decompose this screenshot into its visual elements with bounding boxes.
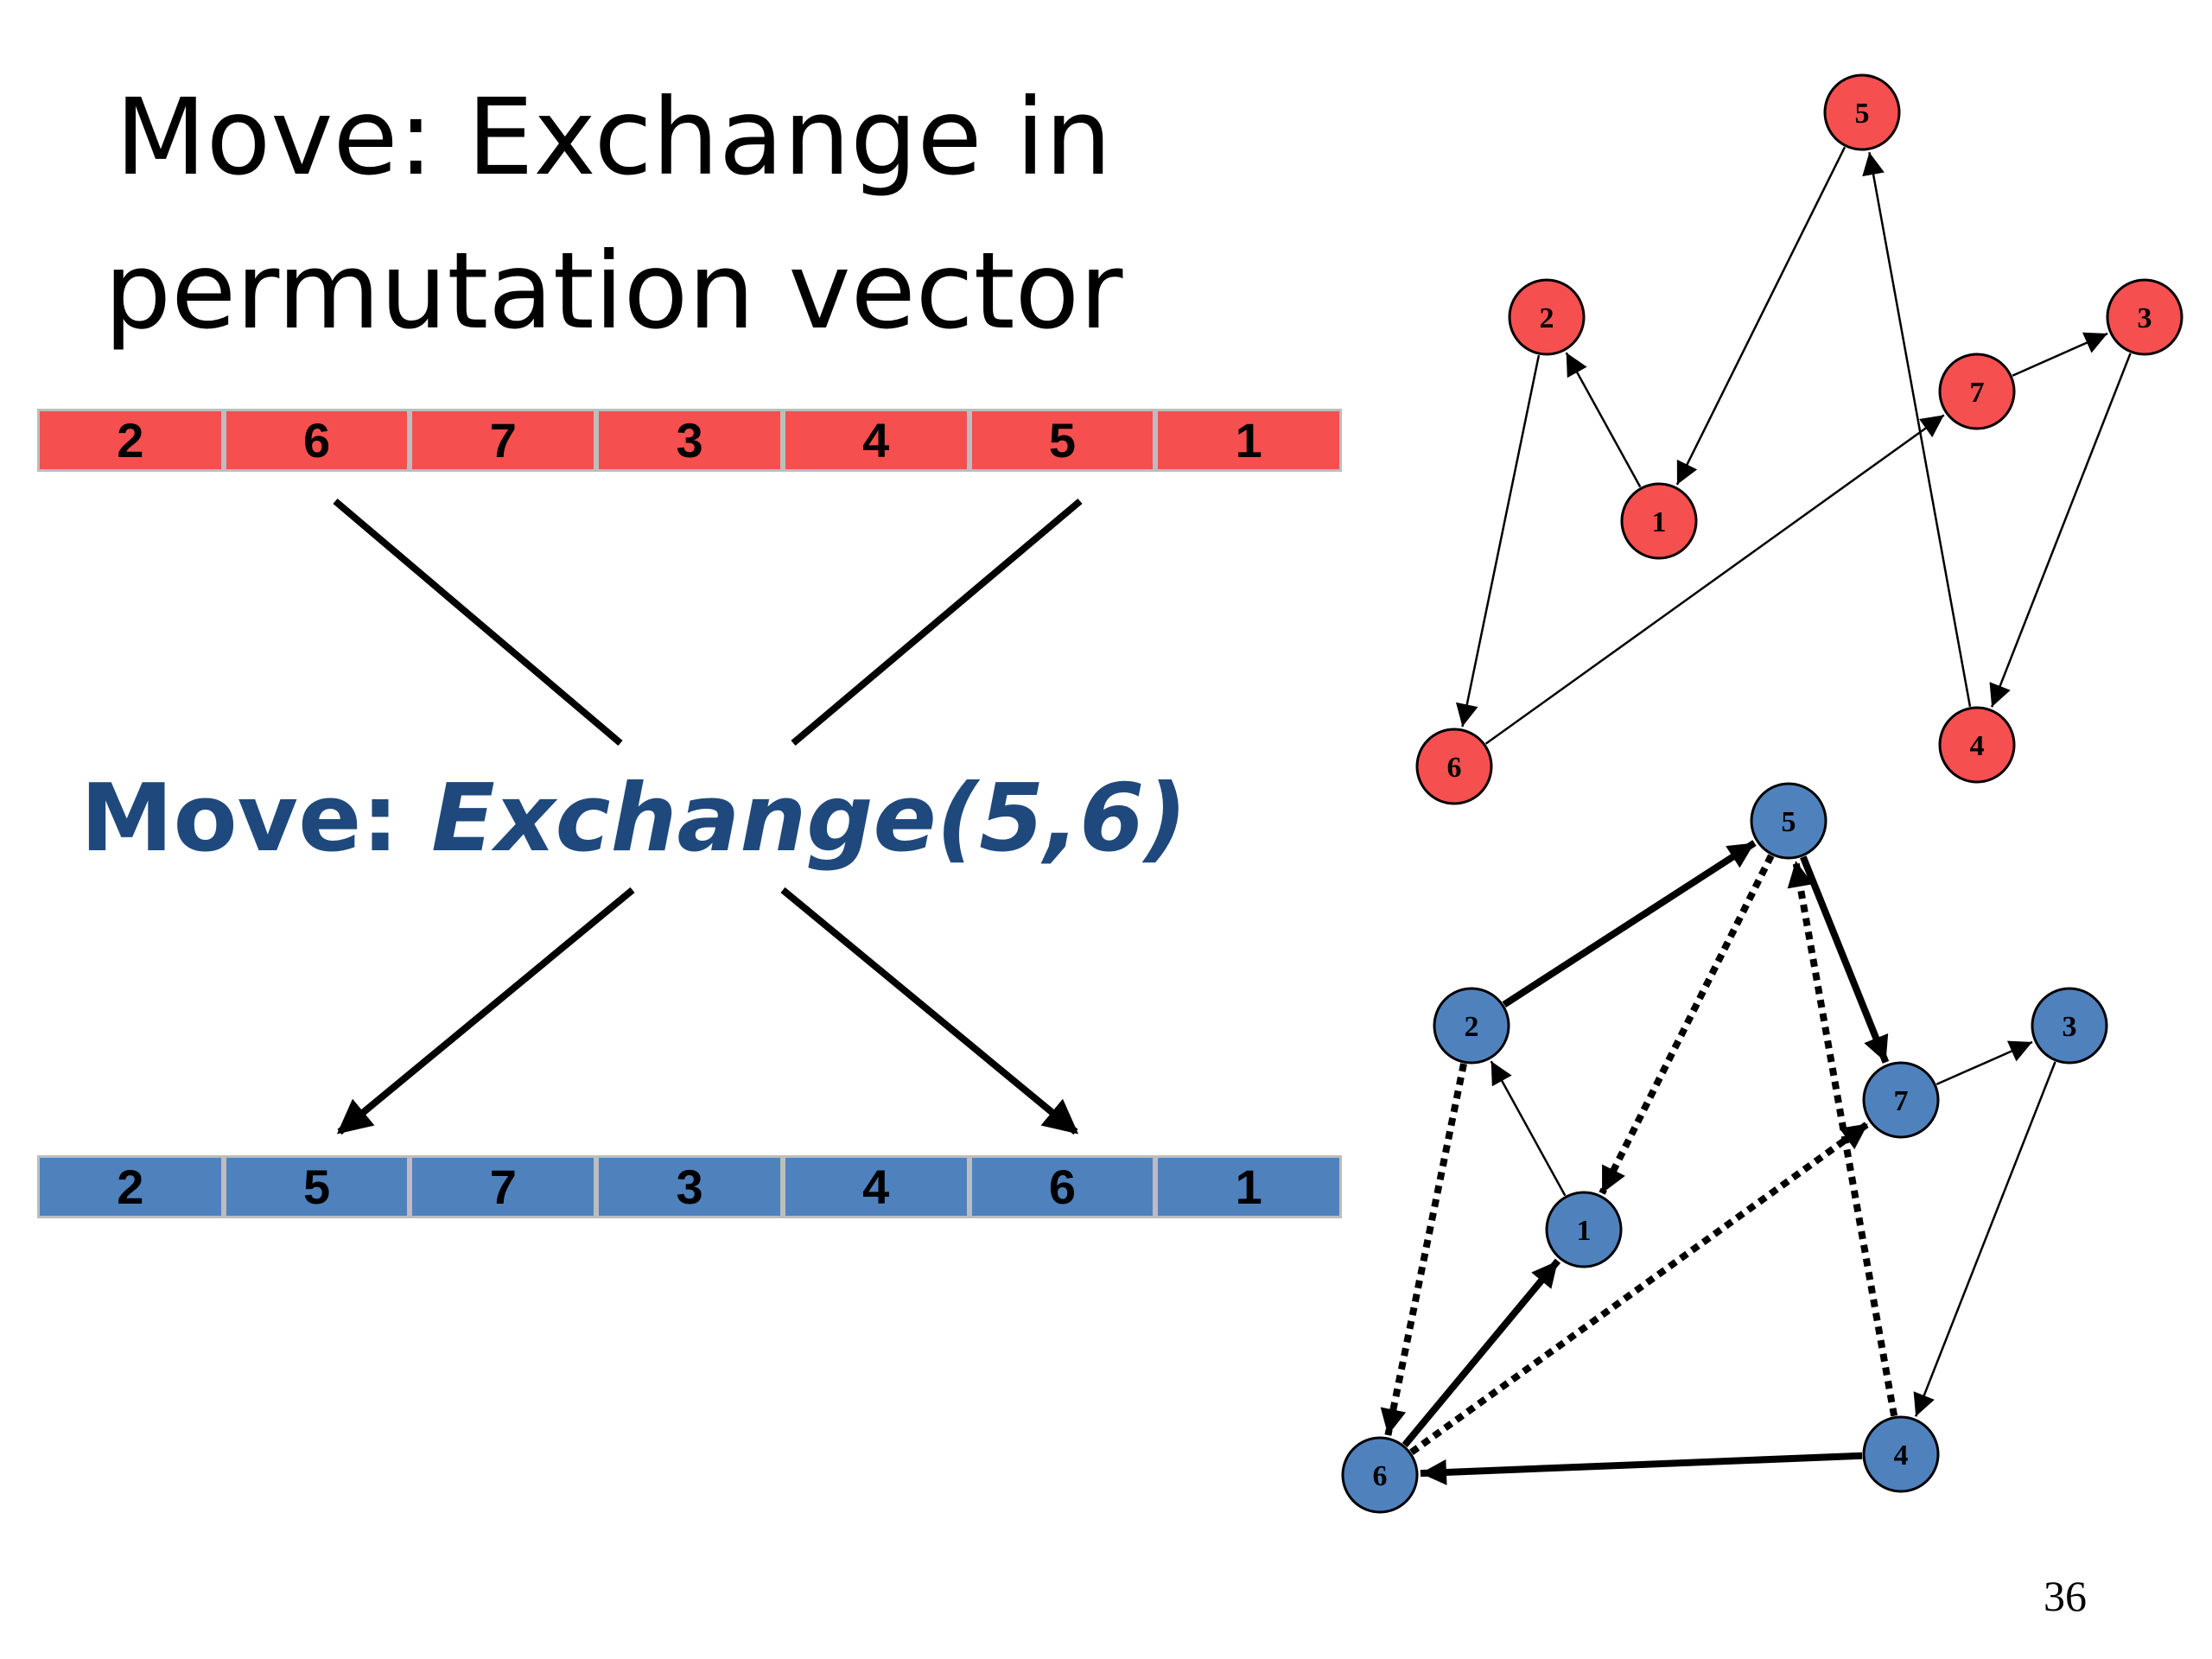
node-label: 7 [1894, 1085, 1909, 1117]
exchange-line [333, 498, 623, 747]
vector-cell: 1 [1155, 1155, 1343, 1218]
node-1: 1 [1620, 482, 1698, 560]
node-circle [1938, 353, 2016, 430]
node-5: 5 [1750, 782, 1827, 860]
edge-6-to-7 [1409, 1121, 1871, 1455]
edge-1-to-2 [1490, 1060, 1567, 1197]
vector-cell: 5 [223, 1155, 410, 1218]
edge-4-to-5 [1787, 860, 1898, 1417]
node-label: 6 [1373, 1460, 1388, 1492]
vector-cell: 4 [782, 409, 969, 472]
vector-cell: 6 [969, 1155, 1156, 1218]
node-label: 3 [2063, 1011, 2077, 1043]
vector-cell: 7 [410, 409, 597, 472]
node-label: 1 [1577, 1215, 1592, 1247]
edge-5-to-1 [1599, 854, 1775, 1195]
edge-2-to-5 [1502, 840, 1757, 1007]
edge-5-to-1 [1675, 146, 1847, 486]
node-label: 5 [1782, 806, 1796, 838]
node-6: 6 [1341, 1436, 1419, 1514]
node-label: 4 [1894, 1440, 1909, 1471]
node-7: 7 [1862, 1061, 1940, 1139]
node-4: 4 [1862, 1415, 1940, 1493]
page-number: 36 [2044, 1572, 2087, 1620]
edge-3-to-4 [1989, 353, 2132, 708]
node-1: 1 [1545, 1191, 1623, 1268]
exchange-arrow [780, 887, 1079, 1135]
vector-cell: 3 [596, 409, 783, 472]
vector-cell: 4 [782, 1155, 969, 1218]
edge-2-to-6 [1380, 1063, 1467, 1436]
edge-7-to-3 [2012, 332, 2108, 377]
node-circle [1620, 482, 1698, 560]
move-label-prefix: Move: [80, 765, 432, 873]
exchange-line [791, 498, 1083, 747]
node-4: 4 [1938, 706, 2016, 784]
node-circle [1341, 1436, 1419, 1514]
edge-6-to-1 [1402, 1258, 1561, 1447]
node-circle [1823, 73, 1901, 151]
permutation-vector-after: 2 5 7 3 4 6 1 [37, 1155, 1343, 1218]
node-circle [2106, 278, 2183, 356]
slide-title: Move: Exchange in permutation vector [104, 76, 1123, 353]
move-label-operation: Exchange(5,6) [431, 765, 1187, 873]
node-label: 3 [2138, 302, 2152, 334]
node-2: 2 [1433, 987, 1510, 1065]
permutation-vector-before: 2 6 7 3 4 5 1 [37, 409, 1343, 472]
node-circle [1938, 706, 2016, 784]
edge-1-to-2 [1565, 352, 1642, 488]
node-6: 6 [1415, 728, 1493, 805]
edge-4-to-6 [1420, 1452, 1863, 1485]
node-circle [1545, 1191, 1623, 1268]
node-label: 5 [1855, 98, 1870, 130]
vector-cell: 3 [596, 1155, 783, 1218]
node-circle [1415, 728, 1493, 805]
node-5: 5 [1823, 73, 1901, 151]
vector-cell: 1 [1155, 409, 1343, 472]
vector-cell: 5 [969, 409, 1156, 472]
node-label: 1 [1652, 506, 1667, 538]
node-circle [1750, 782, 1827, 860]
edge-4-to-5 [1862, 152, 1972, 707]
node-label: 2 [1540, 302, 1554, 334]
node-circle [1862, 1415, 1940, 1493]
node-circle [1508, 278, 1586, 356]
node-label: 4 [1970, 730, 1985, 762]
edge-5-to-7 [1800, 855, 1890, 1064]
exchange-arrow [336, 887, 635, 1135]
node-2: 2 [1508, 278, 1586, 356]
exchange-arrows [333, 498, 1083, 1135]
edge-3-to-4 [1913, 1061, 2056, 1417]
node-3: 3 [2106, 278, 2183, 356]
edge-7-to-3 [1936, 1040, 2033, 1085]
edge-2-to-6 [1455, 354, 1541, 728]
node-label: 2 [1465, 1011, 1479, 1043]
move-label: Move: Exchange(5,6) [80, 765, 1187, 873]
node-circle [1862, 1061, 1940, 1139]
vector-cell: 2 [37, 409, 224, 472]
node-7: 7 [1938, 353, 2016, 430]
node-3: 3 [2031, 987, 2108, 1065]
vector-cell: 7 [410, 1155, 597, 1218]
vector-cell: 6 [223, 409, 410, 472]
edge-6-to-7 [1484, 414, 1945, 745]
node-circle [2031, 987, 2108, 1065]
vector-cell: 2 [37, 1155, 224, 1218]
node-label: 6 [1447, 752, 1462, 784]
node-circle [1433, 987, 1510, 1065]
node-label: 7 [1970, 377, 1985, 409]
